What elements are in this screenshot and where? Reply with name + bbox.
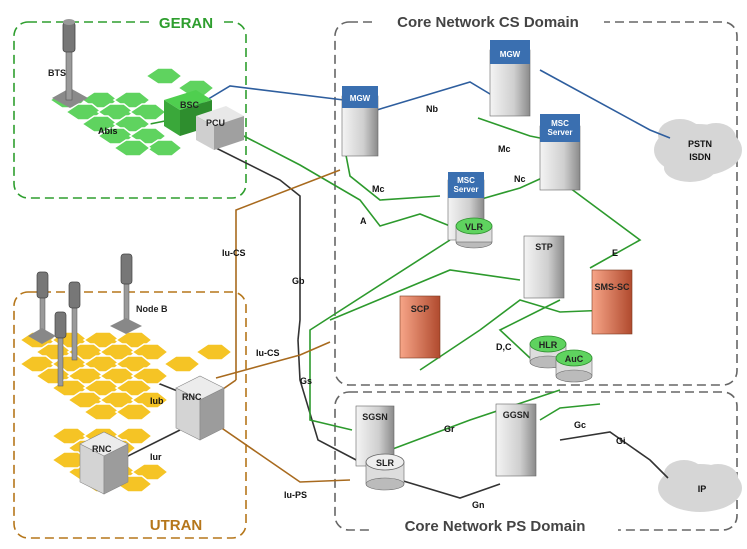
isdn-label: ISDN bbox=[689, 152, 711, 162]
auc-label: AuC bbox=[565, 354, 584, 364]
iface-iur: Iur bbox=[150, 452, 162, 462]
links bbox=[119, 69, 671, 499]
scp-server bbox=[399, 295, 441, 359]
rnc-node-1 bbox=[175, 375, 225, 441]
iface-gb: Gb bbox=[292, 276, 305, 286]
ggsn-label: GGSN bbox=[503, 410, 530, 420]
iface-abis: Abis bbox=[98, 126, 118, 136]
utran-title: UTRAN bbox=[150, 517, 203, 534]
stp-server bbox=[523, 235, 565, 299]
mgw-server-2 bbox=[489, 40, 531, 117]
slr-label: SLR bbox=[376, 458, 395, 468]
iface-a: A bbox=[360, 216, 367, 226]
pstn-label: PSTN bbox=[688, 139, 712, 149]
msc1-label-b: Server bbox=[454, 185, 479, 194]
iface-mc-1: Mc bbox=[372, 184, 385, 194]
hlr-label: HLR bbox=[539, 340, 558, 350]
bsc-label: BSC bbox=[180, 100, 200, 110]
iface-dc: D,C bbox=[496, 342, 512, 352]
msc1-label-a: MSC bbox=[457, 176, 475, 185]
rnc-label-2: RNC bbox=[92, 444, 112, 454]
utran-domain-box bbox=[13, 291, 247, 539]
geran-cell-grid bbox=[48, 67, 216, 157]
ip-label: IP bbox=[698, 484, 707, 494]
geran-title: GERAN bbox=[159, 15, 213, 32]
rnc-node-2 bbox=[79, 431, 129, 495]
smssc-label: SMS-SC bbox=[594, 282, 630, 292]
smssc-server bbox=[591, 269, 633, 335]
ps-domain-title: Core Network PS Domain bbox=[405, 518, 586, 535]
pcu-label: PCU bbox=[206, 118, 225, 128]
geran-domain-box bbox=[13, 21, 247, 199]
iface-iucs-1: Iu-CS bbox=[222, 248, 246, 258]
scp-label: SCP bbox=[411, 304, 430, 314]
iface-mc-2: Mc bbox=[498, 144, 511, 154]
vlr-database bbox=[455, 217, 493, 249]
pcu-node bbox=[196, 106, 244, 150]
slr-database bbox=[365, 453, 405, 491]
iface-nb: Nb bbox=[426, 104, 438, 114]
utran-cell-grid bbox=[18, 331, 234, 493]
cs-domain-title: Core Network CS Domain bbox=[397, 14, 579, 31]
msc-server-2 bbox=[539, 114, 581, 191]
iface-iucs-2: Iu-CS bbox=[256, 348, 280, 358]
iface-gc: Gc bbox=[574, 420, 586, 430]
ip-cloud: IP bbox=[658, 460, 742, 512]
mgw-server-1 bbox=[341, 86, 379, 157]
bts-tower-icon bbox=[52, 19, 88, 108]
nodeb-tower-icon bbox=[28, 253, 142, 387]
auc-database bbox=[555, 349, 593, 383]
iface-gs: Gs bbox=[300, 376, 312, 386]
msc2-label-b: Server bbox=[548, 128, 573, 137]
stp-label: STP bbox=[535, 242, 553, 252]
iface-gn: Gn bbox=[472, 500, 485, 510]
ggsn-server bbox=[495, 403, 537, 477]
mgw-label-1: MGW bbox=[350, 94, 371, 103]
sgsn-label: SGSN bbox=[362, 412, 388, 422]
iface-nc: Nc bbox=[514, 174, 526, 184]
vlr-label: VLR bbox=[465, 222, 484, 232]
iface-iups: Iu-PS bbox=[284, 490, 307, 500]
iface-gr: Gr bbox=[444, 424, 455, 434]
rnc-label-1: RNC bbox=[182, 392, 202, 402]
bts-label: BTS bbox=[48, 68, 66, 78]
nodeb-label: Node B bbox=[136, 304, 168, 314]
pstn-isdn-cloud: PSTN ISDN bbox=[654, 119, 742, 182]
mgw-label-2: MGW bbox=[500, 50, 521, 59]
iface-e: E bbox=[612, 248, 618, 258]
cs-domain-box bbox=[334, 21, 738, 386]
iface-iub: Iub bbox=[150, 396, 164, 406]
iface-gi: Gi bbox=[616, 436, 626, 446]
msc2-label-a: MSC bbox=[551, 119, 569, 128]
